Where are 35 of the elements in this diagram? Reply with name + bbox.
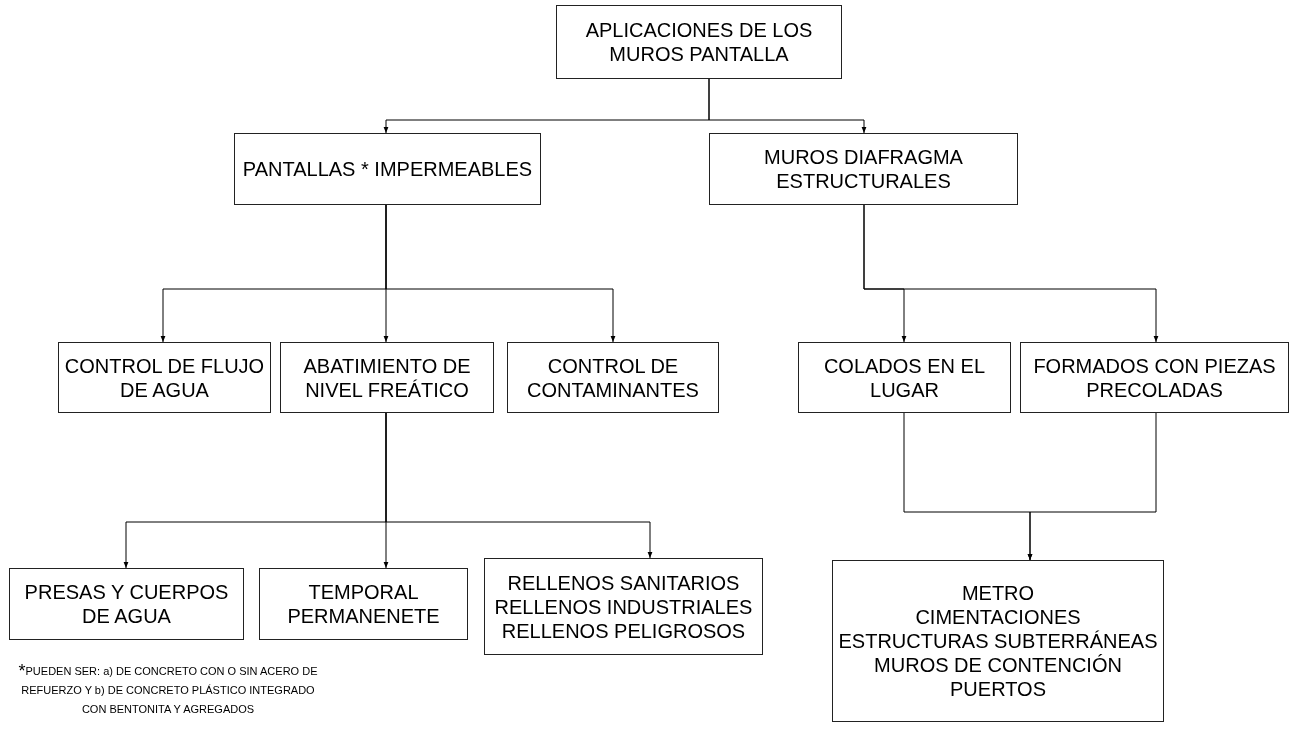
box-label: APLICACIONES DE LOS MUROS PANTALLA (584, 18, 814, 66)
box-label: CONTROL DE CONTAMINANTES (526, 353, 700, 402)
box-label: PRESAS Y CUERPOS DE AGUA (23, 580, 230, 628)
box-label: MUROS DE CONTENCIÓN (874, 653, 1122, 677)
connector-arrow (385, 412, 653, 559)
box-label: PANTALLAS * IMPERMEABLES (242, 157, 533, 181)
connector-arrow (1027, 412, 1157, 561)
box-label: TEMPORAL PERMANENETE (286, 580, 441, 628)
text-box (832, 560, 1164, 722)
box-label: CONTROL DE FLUJO DE AGUA (63, 353, 266, 402)
box-label: ESTRUCTURAS SUBTERRÁNEAS (838, 629, 1158, 653)
box-label: MUROS DIAFRAGMA ESTRUCTURALES (763, 145, 964, 193)
text-box (556, 5, 842, 79)
box-label: FORMADOS CON PIEZAS PRECOLADAS (1032, 353, 1277, 402)
box-label: PUERTOS (950, 677, 1046, 701)
connector-arrow (708, 78, 867, 134)
text-box (280, 342, 494, 413)
text-box (709, 133, 1018, 205)
connector-arrow (385, 204, 616, 343)
text-box (9, 568, 244, 640)
box-label: CIMENTACIONES (915, 605, 1081, 629)
connector-arrow (863, 204, 1159, 343)
text-box (234, 133, 541, 205)
text-box (259, 568, 468, 640)
box-label: RELLENOS PELIGROSOS (501, 618, 746, 643)
text-box (484, 558, 763, 655)
box-label: COLADOS EN EL LUGAR (822, 353, 987, 402)
text-box (507, 342, 719, 413)
box-label: METRO (961, 581, 1035, 605)
text-box (798, 342, 1011, 413)
box-label: RELLENOS SANITARIOS (507, 570, 740, 595)
box-label: ABATIMIENTO DE NIVEL FREÁTICO (302, 353, 472, 402)
text-box (1020, 342, 1289, 413)
text-box (58, 342, 271, 413)
box-label: RELLENOS INDUSTRIALES (494, 594, 753, 619)
